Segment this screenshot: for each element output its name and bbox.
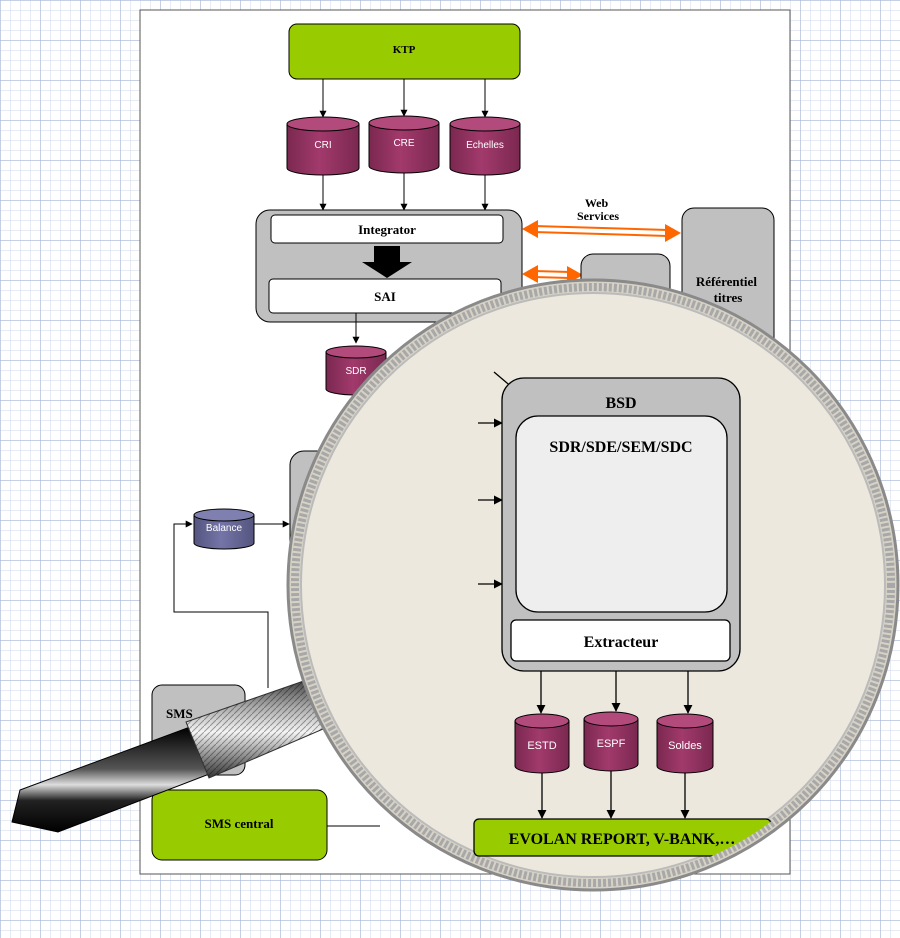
database-cri: CRI [286,116,360,176]
sms-partial-label: SMS [166,706,193,721]
sai-label: SAI [374,289,396,304]
database-cre: CRE [368,115,440,174]
ktp-label: KTP [393,44,416,56]
database-balance: Balance [193,508,255,550]
magnifier-handle [11,675,345,833]
sms-central-label: SMS central [205,816,274,831]
sms-balance-connector [173,520,269,688]
magnifier-rim-inner [291,283,895,887]
database-balance-label: Balance [206,523,243,534]
database-cre-label: CRE [393,138,414,149]
integrator-label: Integrator [358,222,416,237]
database-echelles: Echelles [449,116,521,176]
web-services-arrow [522,220,681,242]
web-services-label: Web Services [577,196,619,223]
bsd-label: BSD [605,395,636,412]
database-estd-label: ESTD [527,740,556,752]
tiers-arrow [522,265,583,284]
db-to-integrator-arrows [319,173,489,211]
database-soldes-label: Soldes [668,740,702,752]
database-estd: ESTD [514,713,570,774]
db-to-output-arrows [537,771,690,819]
extracteur-arrows [536,671,693,714]
database-echelles-label: Echelles [466,140,504,151]
database-espf: ESPF [583,711,639,772]
extracteur-box [510,619,731,662]
database-soldes: Soldes [656,713,714,774]
extracteur-label: Extracteur [584,634,659,651]
integrator-box [270,214,504,244]
output-label: EVOLAN REPORT, V-BANK,… [509,831,736,848]
sdr-group-label: SDR/SDE/SEM/SDC [549,439,692,456]
ktp-arrows [319,79,489,118]
referentiel-titres-label: Référentiel titres [696,274,760,305]
database-cri-label: CRI [314,140,331,151]
integrator-to-sai-arrow [362,246,412,278]
sdr-group-box [515,415,728,613]
database-espf-label: ESPF [597,738,626,750]
database-sdr-label: SDR [345,366,366,377]
sms-central-box [151,789,328,861]
